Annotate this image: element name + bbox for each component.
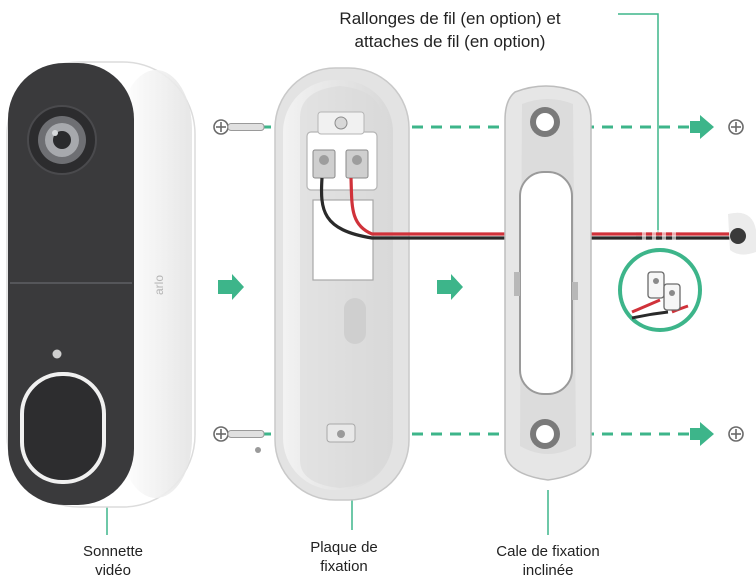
- screw-icon: [729, 120, 743, 134]
- arrow-right-icon: [690, 115, 714, 139]
- mounting-plate-label-line-1: Plaque de: [284, 538, 404, 557]
- screw-icon: [729, 427, 743, 441]
- arrow-right-icon: [437, 274, 463, 300]
- video-doorbell: arlo: [7, 62, 195, 507]
- mounting-plate-label-line-2: fixation: [284, 557, 404, 576]
- connector-icon: [620, 250, 700, 330]
- arrow-right-icon: [218, 274, 244, 300]
- wall-hole: [728, 213, 756, 255]
- screw-icon: [214, 427, 264, 441]
- tilt-wedge-label-line-2: inclinée: [468, 561, 628, 580]
- brand-mark: arlo: [152, 275, 166, 295]
- wire-extensions-label-line-2: attaches de fil (en option): [300, 30, 600, 53]
- wire-extensions-label: Rallonges de fil (en option) et attaches…: [300, 7, 600, 53]
- doorbell-button-icon: [22, 374, 104, 482]
- mounting-plate: [275, 68, 409, 500]
- wire-extensions-label-line-1: Rallonges de fil (en option) et: [300, 7, 600, 30]
- tilt-wedge-label-line-1: Cale de fixation: [468, 542, 628, 561]
- arrow-right-icon: [690, 422, 714, 446]
- led-icon: [53, 350, 62, 359]
- mounting-plate-label: Plaque de fixation: [284, 538, 404, 576]
- small-screw-icon: [255, 447, 261, 453]
- screw-icon: [214, 120, 264, 134]
- tilt-mounting-wedge: [505, 86, 591, 480]
- video-doorbell-label-line-2: vidéo: [48, 561, 178, 580]
- video-doorbell-label-line-1: Sonnette: [48, 542, 178, 561]
- tilt-wedge-label: Cale de fixation inclinée: [468, 542, 628, 580]
- video-doorbell-label: Sonnette vidéo: [48, 542, 178, 580]
